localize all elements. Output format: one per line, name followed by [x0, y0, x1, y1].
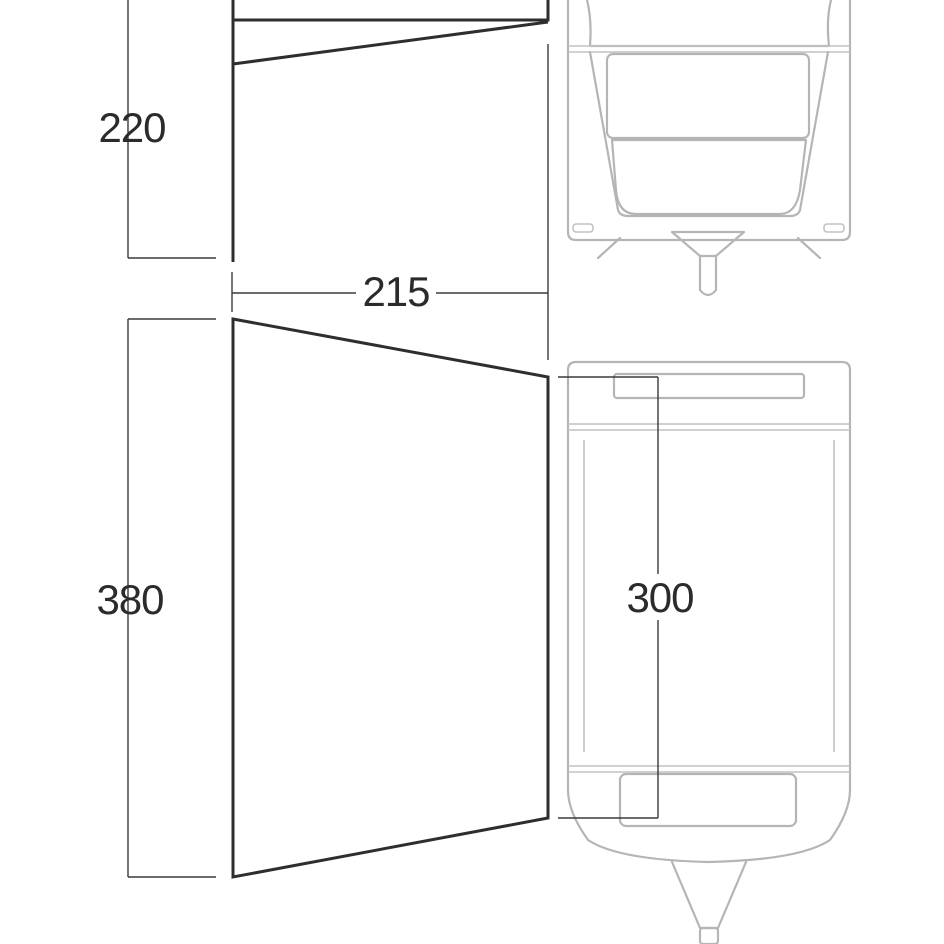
dimension-label-depth: 215 [362, 268, 429, 315]
awning-side-top [231, 0, 550, 22]
depth-dimension-line [231, 44, 549, 360]
caravan-plan-view [566, 360, 852, 944]
caravan-front-view [566, 0, 852, 297]
height-dimension-bracket [127, 0, 216, 259]
awning-side-view [231, 0, 550, 262]
awning-side-roof-line [232, 20, 549, 66]
dimension-label-caravan-fit: 300 [626, 574, 693, 621]
label-backdrop [620, 574, 702, 620]
dimension-label-height: 220 [98, 104, 165, 151]
awning-plan-view [231, 317, 550, 879]
dimension-label-width: 380 [96, 576, 163, 623]
width-dimension-bracket [127, 318, 216, 878]
